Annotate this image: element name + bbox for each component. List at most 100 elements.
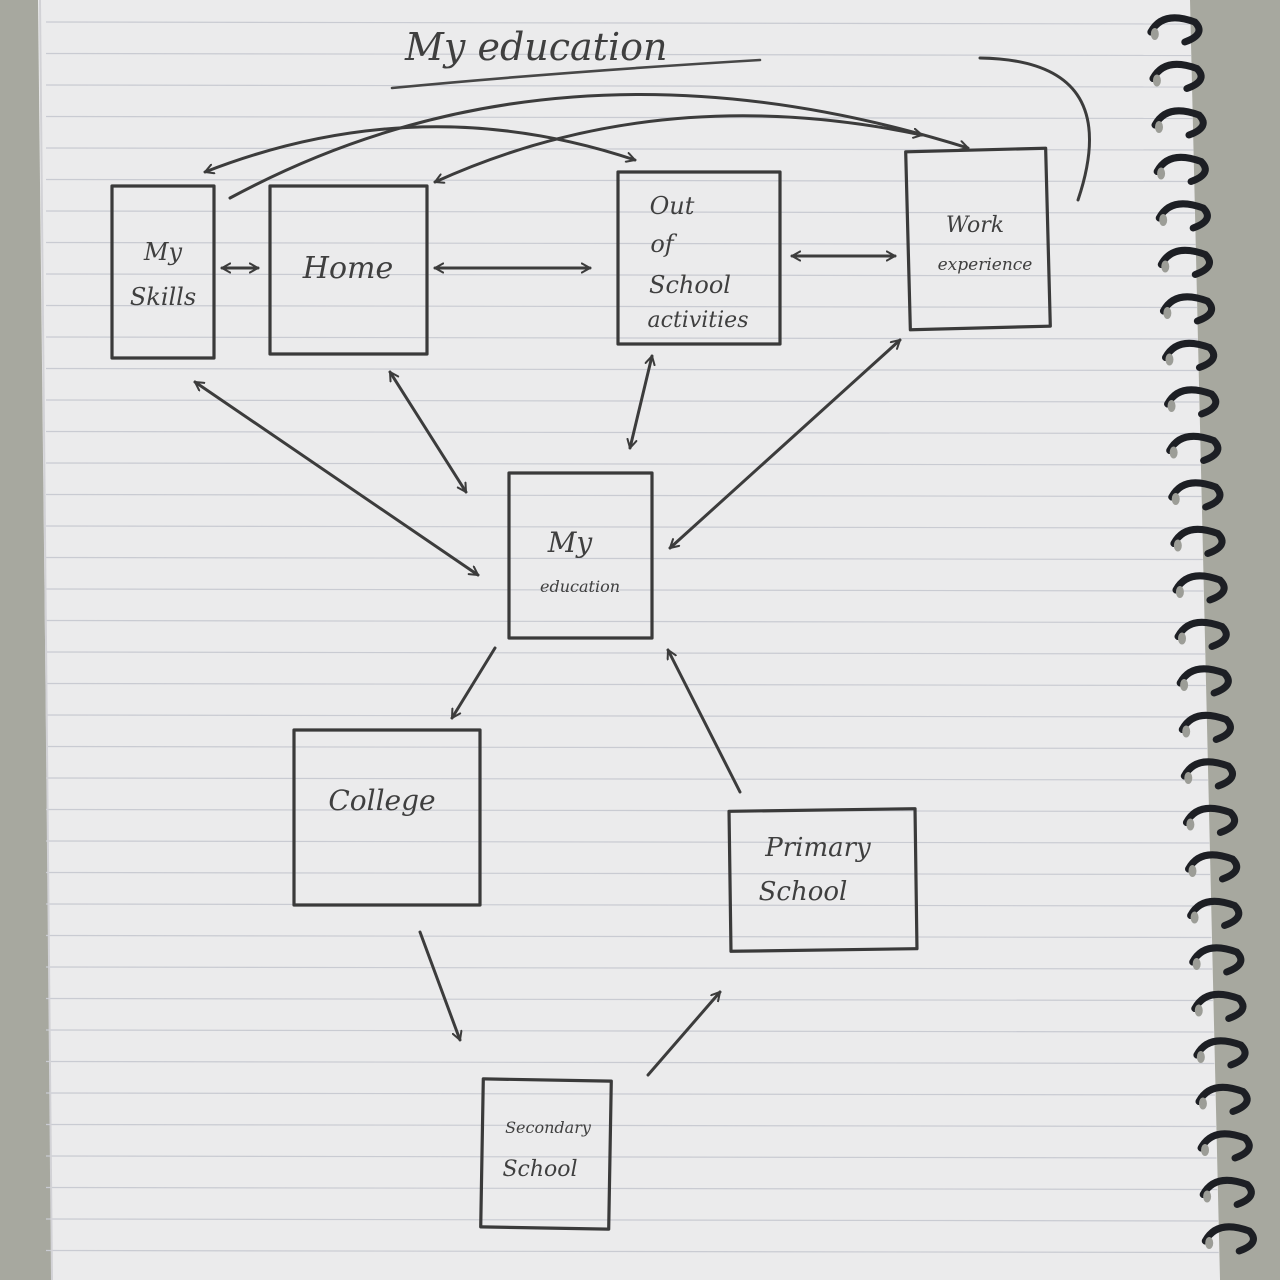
ruled-line <box>45 934 1212 939</box>
ruled-line <box>45 714 1207 718</box>
binding-hole <box>1171 493 1180 505</box>
spiral-coil <box>1159 293 1216 325</box>
spiral-coil <box>1153 153 1209 185</box>
ruled-line <box>45 651 1205 655</box>
spiral-coil <box>1174 618 1230 650</box>
arrow-work-loop <box>978 56 1091 202</box>
arrow-college-secondary <box>418 930 460 1042</box>
node-box <box>479 1077 613 1231</box>
binding-hole <box>1178 632 1187 645</box>
ruled-line <box>45 871 1211 876</box>
binding-hole <box>1157 167 1166 180</box>
binding-hole <box>1173 539 1182 552</box>
spiral-coil <box>1178 711 1234 743</box>
spiral-coil <box>1164 386 1220 418</box>
node-home: Home <box>268 184 429 356</box>
ruled-line <box>45 777 1208 781</box>
arrow-home-work <box>433 114 924 182</box>
ruled-line <box>45 1186 1218 1191</box>
arrow-home-education <box>388 370 468 494</box>
binding-hole <box>1182 725 1191 738</box>
ruled-line <box>45 52 1192 57</box>
node-skills: My Skills <box>110 184 216 360</box>
ruled-line <box>45 840 1210 844</box>
arrow-out-of-school-education <box>630 354 652 450</box>
binding-hole <box>1169 446 1178 459</box>
node-college: College <box>292 728 482 907</box>
ruled-line <box>45 1218 1219 1222</box>
ruled-line <box>45 1123 1216 1128</box>
spiral-coil <box>1191 990 1247 1022</box>
binding-hole <box>1180 679 1189 691</box>
spiral-coil <box>1168 479 1224 511</box>
node-label-line: College <box>328 784 435 817</box>
binding-hole <box>1184 772 1193 784</box>
binding-hole <box>1165 353 1174 366</box>
binding-hole <box>1154 121 1163 133</box>
ruled-line <box>45 808 1209 813</box>
ruled-line <box>45 210 1195 214</box>
node-label-line: of <box>650 230 677 258</box>
ruled-line <box>45 241 1196 246</box>
arrow-secondary-primary <box>646 990 722 1077</box>
binding-hole <box>1152 74 1161 87</box>
node-box <box>110 184 216 360</box>
node-label-line: Primary <box>764 833 871 863</box>
binding-hole <box>1161 260 1170 273</box>
node-label-line: activities <box>648 308 749 333</box>
arrow-work-education <box>668 338 902 550</box>
ruled-line <box>45 1060 1215 1065</box>
diagram-arrows <box>193 56 1091 1077</box>
ruled-line <box>45 745 1208 750</box>
binding-hole <box>1167 400 1176 412</box>
node-primary: Primary School <box>727 807 919 953</box>
title-text: My education <box>404 25 667 69</box>
spiral-coil <box>1187 897 1243 929</box>
spiral-binding <box>1147 14 1257 1255</box>
diagram-title: My education <box>390 25 762 90</box>
ruled-line <box>45 903 1211 907</box>
binding-hole <box>1175 586 1184 598</box>
node-box <box>904 146 1052 332</box>
spiral-coil <box>1149 60 1205 92</box>
title-underline <box>390 58 762 90</box>
spiral-coil <box>1189 944 1245 976</box>
ruled-line <box>45 966 1213 970</box>
spiral-coil <box>1195 1083 1251 1115</box>
binding-hole <box>1150 28 1159 40</box>
arrow-skills-work-top <box>228 92 970 200</box>
ruled-line <box>45 1249 1219 1254</box>
ruled-line <box>45 1029 1214 1033</box>
node-box <box>292 728 482 907</box>
node-education: My education <box>507 471 654 640</box>
ruled-line <box>45 619 1205 624</box>
binding-hole <box>1163 307 1172 319</box>
ruled-line <box>45 1092 1216 1096</box>
node-label-line: My <box>547 526 594 559</box>
spiral-coil <box>1161 339 1218 371</box>
ruled-line <box>45 682 1206 687</box>
spiral-coil <box>1170 525 1226 557</box>
node-box <box>727 807 919 953</box>
node-label-line: School <box>649 271 731 299</box>
spiral-coil <box>1184 851 1241 883</box>
arrow-primary-education <box>666 648 742 794</box>
ruled-line <box>45 304 1198 309</box>
node-label-line: education <box>540 577 620 596</box>
node-label-line: School <box>759 877 848 907</box>
binding-hole <box>1192 958 1201 970</box>
spiral-coil <box>1180 758 1236 790</box>
node-label-line: Skills <box>130 283 196 311</box>
binding-hole <box>1205 1237 1214 1249</box>
spiral-coil <box>1182 804 1239 836</box>
ruled-line <box>45 1155 1217 1159</box>
node-box <box>507 471 654 640</box>
spiral-coil <box>1199 1176 1255 1208</box>
node-label-line: Home <box>302 251 393 286</box>
arrow-education-college <box>450 646 497 720</box>
spiral-coil <box>1176 665 1232 697</box>
spiral-coil <box>1193 1037 1249 1069</box>
spiral-coil <box>1147 14 1203 46</box>
node-label-line: My <box>143 238 183 266</box>
